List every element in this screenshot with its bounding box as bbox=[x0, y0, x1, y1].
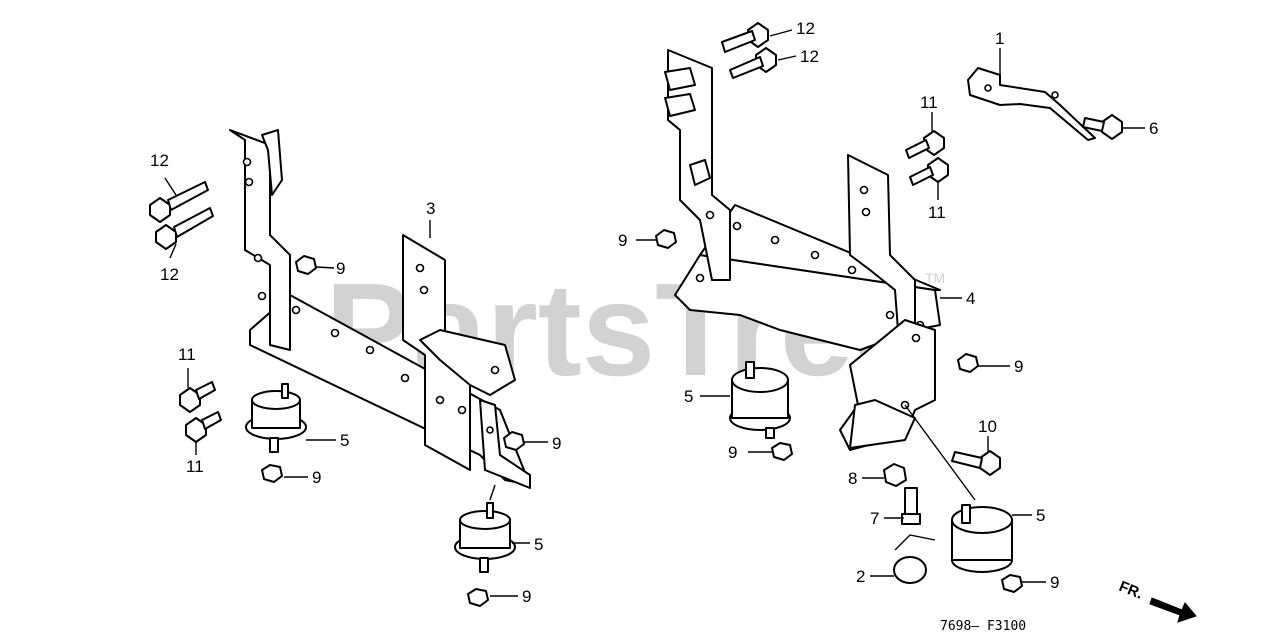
nut-9-left-upper bbox=[295, 255, 317, 275]
nut-9-right-bracket bbox=[957, 353, 979, 373]
front-arrow-icon bbox=[1149, 597, 1197, 623]
callout-9-left-middle: 9 bbox=[552, 434, 561, 453]
nut-9-left-middle bbox=[503, 431, 525, 451]
left-end-plate bbox=[479, 399, 531, 489]
nut-9-right-upper bbox=[655, 229, 677, 249]
callout-7: 7 bbox=[870, 509, 879, 528]
callout-3: 3 bbox=[426, 199, 435, 218]
cap-2 bbox=[893, 534, 936, 584]
bolt-12-left-lower bbox=[155, 207, 214, 250]
callout-12-right-upper: 12 bbox=[796, 19, 815, 38]
middle-bracket-flange bbox=[419, 329, 516, 396]
right-frame-assembly bbox=[664, 49, 976, 501]
upright-boss-lower bbox=[664, 93, 696, 117]
bolt-11-right-lower bbox=[909, 157, 949, 186]
rubber-mount-5-right-upper bbox=[729, 361, 791, 439]
callout-4: 4 bbox=[966, 289, 975, 308]
callout-11-left-lower: 11 bbox=[186, 457, 204, 476]
callout-9-center: 9 bbox=[522, 587, 531, 606]
nut-9-right-bottom bbox=[1001, 574, 1023, 593]
bolt-10 bbox=[951, 450, 1001, 476]
callout-9-right-mount: 9 bbox=[728, 443, 737, 462]
front-label: FR. bbox=[1117, 578, 1146, 603]
left-upright-bracket bbox=[229, 129, 291, 351]
callout-9-right-bracket: 9 bbox=[1014, 357, 1023, 376]
upright-clip bbox=[689, 159, 711, 186]
nut-9-center-bottom bbox=[467, 588, 489, 607]
callout-12-left-upper: 12 bbox=[150, 151, 169, 170]
bolt-12-right-lower bbox=[729, 47, 777, 79]
rubber-mount-5-left bbox=[245, 383, 307, 453]
callout-9-left-upper: 9 bbox=[336, 259, 345, 278]
left-upright-tab bbox=[261, 129, 283, 196]
callout-12-left-lower: 12 bbox=[160, 265, 179, 284]
callout-5-right-lower: 5 bbox=[1036, 506, 1045, 525]
bolt-12-right-upper bbox=[721, 22, 769, 53]
callout-2: 2 bbox=[856, 567, 865, 586]
bolt-12-left-upper bbox=[149, 181, 209, 223]
callout-6: 6 bbox=[1149, 119, 1158, 138]
rubber-mount-5-right-lower bbox=[951, 504, 1013, 573]
callout-11-right-upper: 11 bbox=[920, 93, 938, 112]
bolt-11-right-upper bbox=[905, 130, 945, 159]
callout-5-right-upper: 5 bbox=[684, 387, 693, 406]
left-frame-assembly bbox=[229, 129, 531, 489]
nut-8 bbox=[883, 463, 907, 487]
front-direction-indicator: FR. bbox=[1117, 578, 1197, 623]
bolt-11-left-lower bbox=[185, 411, 222, 443]
nut-9-left-lower bbox=[261, 464, 283, 483]
callout-1: 1 bbox=[995, 29, 1004, 48]
bracket-1 bbox=[967, 67, 1096, 141]
callout-10: 10 bbox=[978, 417, 997, 436]
watermark-trademark: TM bbox=[925, 270, 945, 286]
callout-5-left: 5 bbox=[340, 431, 349, 450]
callout-9-right-upper: 9 bbox=[618, 231, 627, 250]
rubber-mount-5-center bbox=[454, 484, 516, 573]
callout-11-left-upper: 11 bbox=[178, 345, 196, 364]
nut-9-right-lower-mount bbox=[771, 442, 793, 461]
callout-9-right-bottom: 9 bbox=[1050, 573, 1059, 592]
callout-11-right-lower: 11 bbox=[928, 203, 946, 222]
stud-7 bbox=[901, 487, 921, 525]
diagram-code: 7698— F3100 bbox=[940, 619, 1026, 634]
callout-5-center: 5 bbox=[534, 535, 543, 554]
right-front-bracket-foot bbox=[849, 399, 916, 449]
bolt-6 bbox=[1082, 114, 1123, 140]
upright-boss-upper bbox=[664, 67, 696, 91]
callout-9-left-lower: 9 bbox=[312, 468, 321, 487]
callout-8: 8 bbox=[848, 469, 857, 488]
bolt-11-left-upper bbox=[179, 381, 216, 413]
callout-12-right-lower: 12 bbox=[800, 47, 819, 66]
